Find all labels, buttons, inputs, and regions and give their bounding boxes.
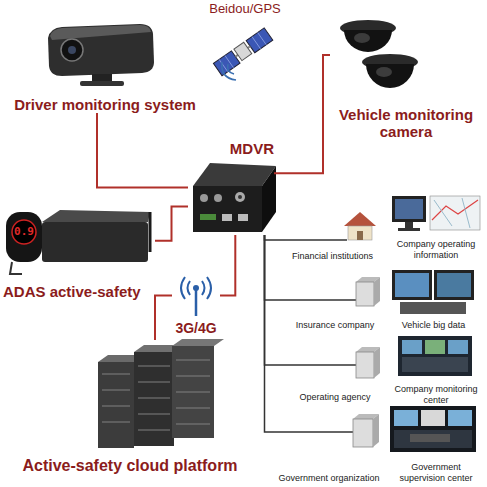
party-label: Company operating information [390, 239, 482, 260]
device-node: Government organization [274, 408, 384, 483]
device-node: MDVR [188, 140, 274, 235]
party-label: Company monitoring center [390, 384, 482, 405]
server-icon [356, 347, 380, 378]
supervision-room-image [390, 406, 476, 452]
driver-camera-icon [48, 24, 154, 86]
house-icon [344, 212, 376, 240]
device-node: 3G/4G [172, 278, 220, 336]
device-label: MDVR [230, 140, 274, 157]
server-icon [353, 414, 379, 447]
computer-image [392, 196, 480, 231]
antenna-icon [181, 277, 211, 316]
device-node: Vehicle monitoring camera [330, 15, 482, 140]
mdvr-unit [193, 163, 276, 232]
device-node: Active-safety cloud platform [5, 340, 255, 475]
device-label: Vehicle monitoring camera [331, 106, 481, 141]
device-node: Company operating information [390, 188, 482, 260]
connector-line [265, 235, 291, 365]
party-label: Government organization [278, 473, 379, 483]
device-node: Company monitoring center [390, 333, 482, 405]
connector-line [265, 235, 291, 300]
device-label: 3G/4G [175, 320, 216, 336]
server-racks [98, 339, 224, 448]
device-node: ADAS active-safety [3, 198, 155, 300]
connector-line [220, 235, 235, 295]
party-label: Vehicle big data [402, 320, 466, 330]
connector-line [97, 113, 188, 188]
device-node: Vehicle big data [385, 265, 482, 330]
device-node: Operating agency [290, 340, 380, 402]
device-node: Driver monitoring system [5, 15, 205, 113]
device-node: Financial institutions [285, 205, 380, 261]
adas-device [6, 210, 150, 274]
device-node: Insurance company [290, 272, 380, 330]
device-node: Government supervision center [388, 405, 484, 483]
satellite-icon [213, 28, 272, 80]
party-label: Insurance company [296, 320, 375, 330]
party-label: Financial institutions [292, 251, 373, 261]
device-label: Driver monitoring system [14, 96, 196, 113]
connector-line [265, 235, 286, 240]
party-label: Beidou/GPS [209, 2, 281, 17]
connector-line [265, 235, 275, 432]
connector-line [274, 55, 330, 173]
display-readout: 0.9 [10, 225, 38, 238]
connector-line [155, 295, 172, 340]
big-data-image [392, 270, 474, 314]
leader-line [274, 240, 356, 432]
device-label: ADAS active-safety [3, 283, 141, 300]
device-node: Beidou/GPS [185, 2, 305, 82]
dome-camera-icon [340, 20, 418, 88]
device-label: Active-safety cloud platform [22, 457, 237, 475]
party-label: Government supervision center [388, 462, 484, 483]
connector-line [155, 207, 188, 241]
server-icon [356, 277, 380, 306]
party-label: Operating agency [299, 392, 370, 402]
control-room-image [398, 336, 472, 376]
